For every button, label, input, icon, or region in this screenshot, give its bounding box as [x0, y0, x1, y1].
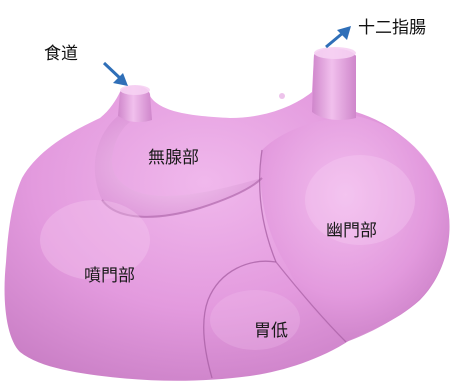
label-esophagus: 食道: [44, 46, 78, 63]
esophagus-arrow-icon: [104, 63, 128, 86]
label-fundic: 胃低: [254, 323, 288, 340]
duodenum-arrow-icon: [326, 26, 351, 47]
label-pyloric: 幽門部: [326, 223, 377, 240]
label-non-glandular: 無腺部: [148, 150, 199, 167]
label-duodenum: 十二指腸: [358, 20, 426, 37]
label-cardiac: 噴門部: [84, 268, 135, 285]
duodenum-tube: [312, 48, 356, 120]
